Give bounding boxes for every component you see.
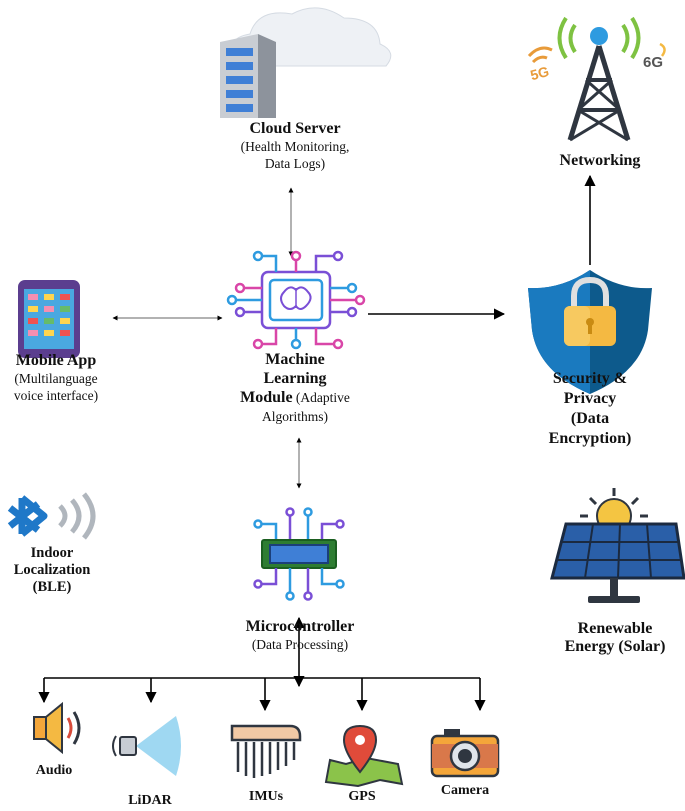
security-title-2: Privacy	[563, 390, 617, 407]
microcontroller-icon	[253, 507, 345, 601]
connector-lines	[38, 174, 596, 712]
cloud-server-node: Cloud Server (Health Monitoring, Data Lo…	[200, 120, 390, 172]
sensor-label-audio: Audio	[35, 763, 73, 778]
microcontroller-title: Microcontroller	[245, 618, 355, 635]
ml-desc-1: (Adaptive	[292, 390, 350, 405]
security-title-4: Encryption)	[548, 430, 632, 447]
sensor-label-imus: IMUs	[248, 789, 284, 804]
solar-title-2: Energy (Solar)	[564, 638, 666, 655]
security-title-1: Security &	[552, 370, 628, 387]
cloud-server-desc-2: Data Logs)	[264, 156, 326, 171]
shield-lock-icon	[528, 270, 652, 394]
cloud-server-title: Cloud Server	[249, 120, 341, 137]
audio-icon	[33, 701, 81, 755]
ml-desc-2: Algorithms)	[262, 409, 328, 424]
tower-icon: 5G 6G	[527, 16, 666, 142]
cloud-server-desc-1: (Health Monitoring,	[240, 139, 350, 154]
solar-node: Renewable Energy (Solar)	[545, 620, 685, 656]
mobile-app-desc-1: (Multilanguage	[14, 371, 98, 386]
ml-title-2: Learning	[263, 370, 327, 387]
ble-title-3: (BLE)	[32, 579, 72, 595]
ble-node: Indoor Localization (BLE)	[0, 545, 104, 596]
microcontroller-desc: (Data Processing)	[251, 637, 349, 652]
bluetooth-icon	[7, 492, 96, 540]
mobile-app-icon	[18, 280, 80, 358]
cloud-server-icon	[220, 7, 392, 118]
ble-title-1: Indoor	[30, 545, 74, 561]
imus-icon	[230, 724, 302, 778]
networking-node: Networking	[525, 152, 675, 170]
ml-module-node: Machine Learning Module (Adaptive Algori…	[210, 350, 380, 425]
ml-chip-icon	[226, 250, 366, 350]
ble-title-2: Localization	[13, 562, 91, 578]
networking-title: Networking	[559, 152, 641, 169]
camera-icon	[430, 729, 500, 778]
mobile-app-title: Mobile App	[15, 352, 97, 369]
sensor-label-camera: Camera	[440, 783, 490, 798]
solar-panel-icon	[550, 488, 685, 603]
sensor-label-gps: GPS	[348, 789, 376, 804]
badge-5g: 5G	[529, 63, 551, 83]
microcontroller-node: Microcontroller (Data Processing)	[210, 618, 390, 653]
solar-title-1: Renewable	[577, 620, 653, 637]
ml-title-1: Machine	[265, 351, 325, 368]
mobile-app-desc-2: voice interface)	[13, 388, 99, 403]
security-node: Security & Privacy (Data Encryption)	[520, 369, 660, 449]
lidar-icon	[112, 716, 181, 776]
ml-title-3: Module	[240, 389, 293, 406]
sensor-label-lidar: LiDAR	[128, 793, 172, 808]
security-title-3: (Data	[570, 410, 610, 427]
badge-6g: 6G	[643, 54, 663, 71]
gps-icon	[324, 724, 404, 788]
mobile-app-node: Mobile App (Multilanguage voice interfac…	[0, 352, 112, 404]
